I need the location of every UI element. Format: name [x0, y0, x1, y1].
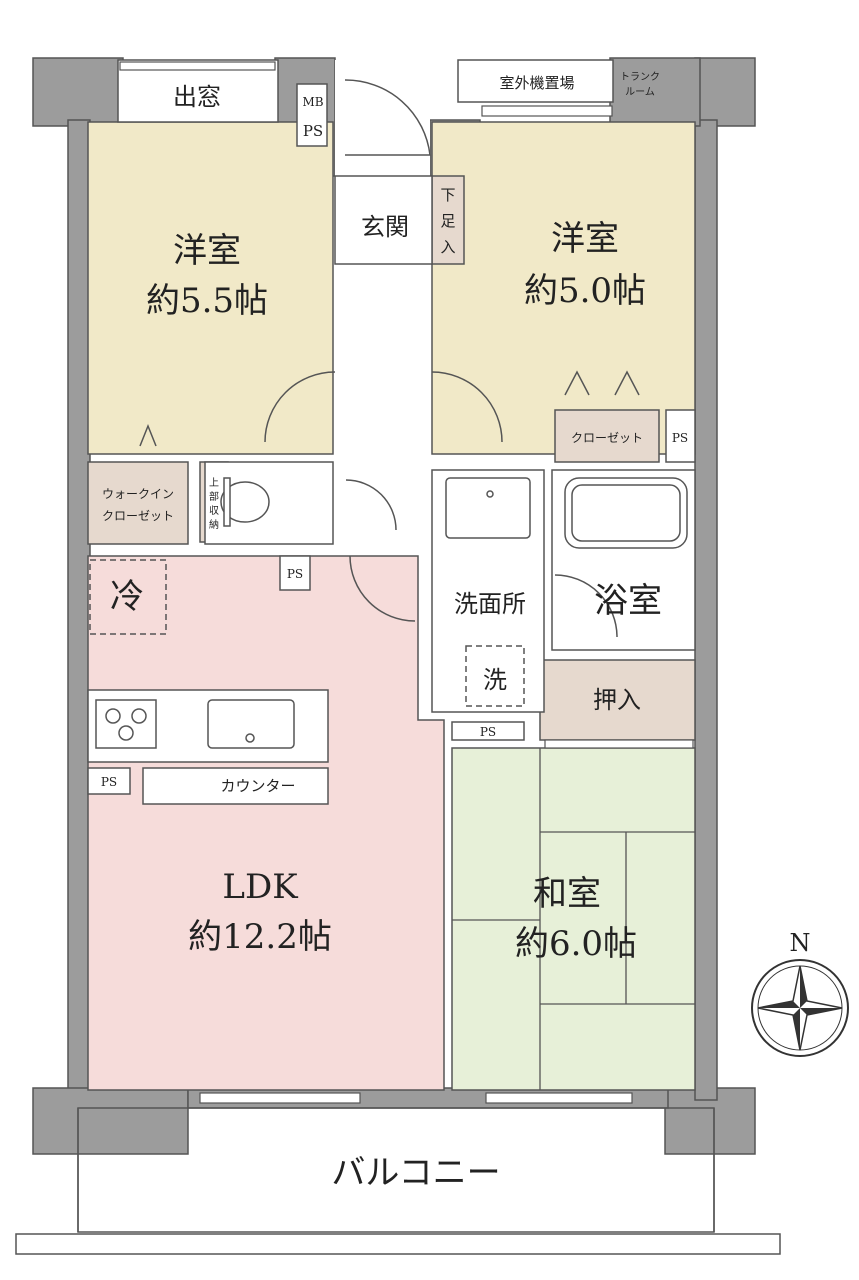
western1-name: 洋室: [173, 231, 241, 271]
closet-label: クローゼット: [571, 431, 643, 445]
windows: [119, 61, 694, 1104]
door-swings: [139, 79, 640, 638]
shoe-storage-3: 入: [440, 238, 455, 256]
ps-label-washroom: PS: [480, 725, 496, 739]
oshiire-label: 押入: [593, 686, 641, 714]
ldk-area: 約12.2帖: [188, 917, 332, 957]
tatami-lines: [452, 748, 695, 1090]
outdoor-unit-label: 室外機置場: [499, 74, 574, 92]
ldk-name: LDK: [222, 867, 298, 907]
japanese-room: [451, 747, 696, 1091]
upper-storage-1: 上: [209, 477, 219, 489]
mb-label: MB: [302, 95, 323, 109]
bay-window-label: 出窓: [173, 83, 221, 111]
shoe-storage-box: [431, 175, 465, 265]
compass: N: [751, 929, 849, 1057]
ps-label-closet: PS: [672, 431, 688, 445]
japanese-area: 約6.0帖: [515, 924, 637, 964]
western-room-1: [87, 121, 334, 455]
fridge-label: 冷: [110, 577, 144, 617]
wic-label-1: ウォークイン: [102, 487, 174, 501]
japanese-name: 和室: [533, 874, 601, 914]
western-room-2: [431, 121, 696, 455]
rooms: [87, 121, 696, 1091]
ps-label-top: PS: [303, 122, 323, 140]
ps-label-toilet: PS: [287, 567, 303, 581]
western2-area: 約5.0帖: [524, 271, 646, 311]
washer-label: 洗: [483, 666, 507, 694]
counter-label: カウンター: [220, 777, 295, 795]
closet-box: [554, 409, 660, 463]
western2-name: 洋室: [551, 219, 619, 259]
upper-storage-2: 部: [209, 490, 219, 503]
balcony-label: バルコニー: [331, 1153, 500, 1193]
bath-label: 浴室: [594, 581, 662, 621]
shoe-storage-1: 下: [440, 186, 455, 204]
kitchen: [87, 689, 329, 805]
washroom-label: 洗面所: [454, 590, 526, 618]
upper-storage-4: 納: [209, 518, 219, 531]
wic-label-2: クローゼット: [102, 509, 174, 523]
shoe-storage-2: 足: [440, 212, 455, 230]
upper-storage-3: 収: [209, 505, 219, 517]
compass-north: N: [790, 929, 811, 957]
bath-fixtures: [220, 477, 688, 549]
entrance-label: 玄関: [361, 213, 409, 241]
trunk-room-2: ルーム: [625, 86, 655, 98]
appliance-spots: [89, 559, 525, 707]
western1-area: 約5.5帖: [146, 281, 268, 321]
wic-closet: [87, 461, 189, 545]
trunk-room-1: トランク: [620, 71, 660, 83]
entrance-gap: [335, 60, 430, 176]
ldk-room: [87, 555, 445, 1091]
oshiire-box: [539, 659, 696, 741]
ps-label-kitchen: PS: [101, 775, 117, 789]
